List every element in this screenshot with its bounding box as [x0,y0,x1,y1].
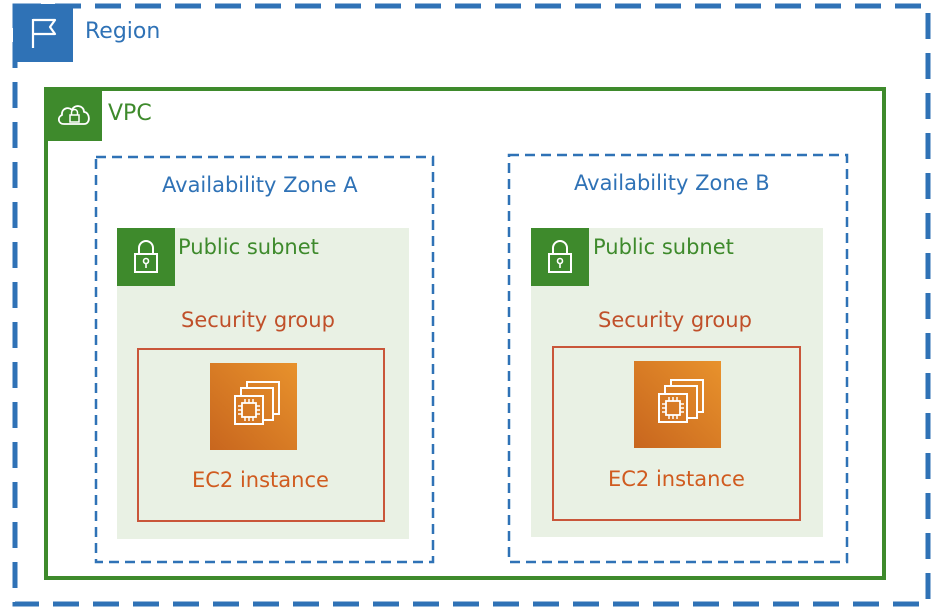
az-a-security-group-box [137,348,385,522]
cloud-lock-icon [57,105,90,125]
az-a-label: Availability Zone A [162,173,358,197]
ec2-chip-icon [657,378,704,423]
ec2-chip-icon [233,380,280,425]
az-b-subnet-icon-tile [531,228,589,286]
region-icon-tile [13,4,73,62]
lock-icon [134,240,158,273]
az-b-security-group-box [552,346,801,521]
az-a-subnet-icon-tile [117,228,175,286]
az-b-security-group-label: Security group [598,308,752,332]
az-a-subnet-label: Public subnet [178,235,319,259]
lock-icon [548,240,572,273]
az-b-ec2-icon-tile [634,361,721,448]
region-label: Region [85,19,161,44]
az-b-ec2-label: EC2 instance [608,467,745,491]
az-a-ec2-label: EC2 instance [192,468,329,492]
flag-icon [31,18,57,48]
az-b-label: Availability Zone B [574,171,770,195]
az-a-ec2-icon-tile [210,363,297,450]
az-a-security-group-label: Security group [181,308,335,332]
vpc-icon-tile [46,89,102,141]
az-b-subnet-label: Public subnet [593,235,734,259]
vpc-label: VPC [108,101,152,126]
